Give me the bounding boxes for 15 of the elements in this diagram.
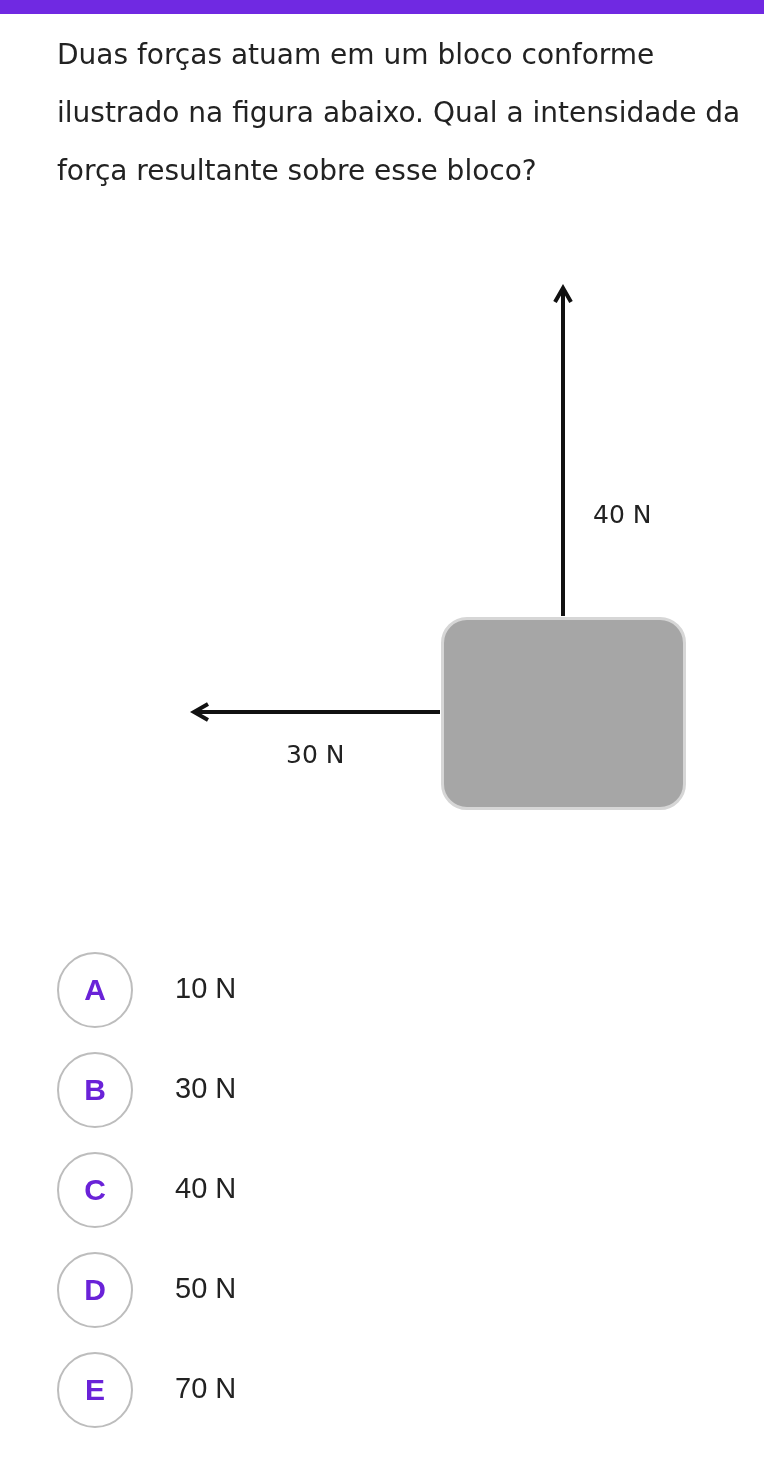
top-bar [0,0,764,14]
option-value: 70 N [175,1372,237,1405]
option-value: 10 N [175,972,237,1005]
force-label: 30 N [286,740,345,769]
option-circle: C [57,1152,133,1228]
option-circle: E [57,1352,133,1428]
option-circle: A [57,952,133,1028]
option-circle: B [57,1052,133,1128]
block [441,617,686,810]
force-label: 40 N [593,500,652,529]
option-circle: D [57,1252,133,1328]
option-value: 50 N [175,1272,237,1305]
question-text: Duas forças atuam em um bloco conforme ilustrado na figura abaixo. Qual a intensidade da força resultante sobre esse bloco? [57,37,742,189]
option-value: 30 N [175,1072,237,1105]
option-value: 40 N [175,1172,237,1205]
